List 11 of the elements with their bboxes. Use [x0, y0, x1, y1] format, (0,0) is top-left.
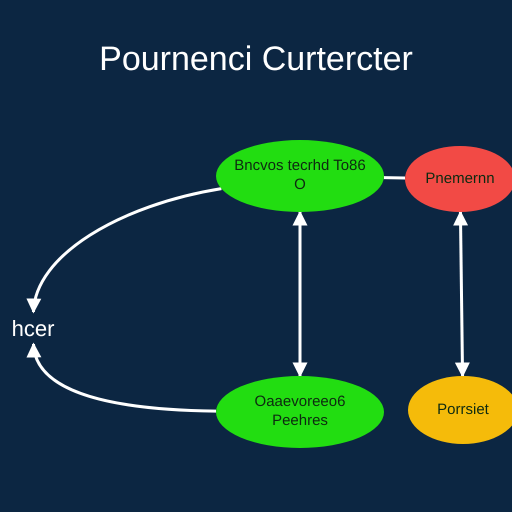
- arrow: [292, 210, 308, 378]
- arrow: [28, 342, 216, 413]
- node-text: hcer: [12, 314, 54, 342]
- arrow: [453, 210, 470, 378]
- connector-line: [384, 176, 406, 180]
- node-text: Oaaevoreeo6 Peehres: [254, 393, 346, 431]
- diagram-title: Pournenci Curtercter: [98, 39, 414, 80]
- node-text: Porrsiet: [437, 400, 489, 420]
- arrow: [28, 187, 222, 314]
- node-text: Pnemernn: [425, 170, 495, 188]
- node-text: Bncvos tecrhd To86 O: [233, 157, 367, 195]
